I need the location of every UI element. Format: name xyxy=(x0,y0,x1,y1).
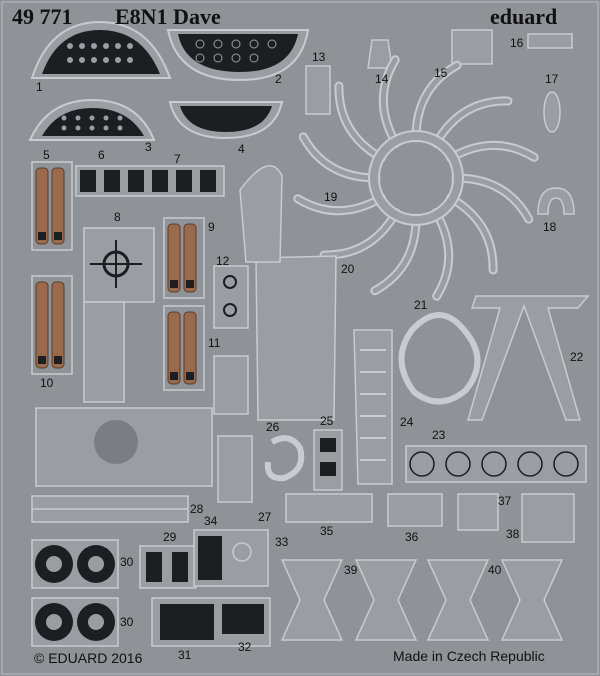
part-15-bracket xyxy=(451,29,493,65)
part-label-20: 20 xyxy=(341,262,355,276)
part-label-31: 31 xyxy=(178,648,192,662)
part-label-33: 33 xyxy=(275,535,289,549)
part-28-strips xyxy=(31,495,189,523)
part-label-9: 9 xyxy=(208,220,215,234)
part-23-discs xyxy=(405,445,587,483)
part-label-13: 13 xyxy=(312,50,326,64)
part-label-7: 7 xyxy=(174,152,181,166)
part-14-bracket xyxy=(367,39,393,69)
part-label-4: 4 xyxy=(238,142,245,156)
part-label-25: 25 xyxy=(320,414,334,428)
part-label-18: 18 xyxy=(543,220,557,234)
part-40-panel-b xyxy=(500,559,564,641)
part-label-14: 14 xyxy=(375,72,389,86)
part-37-rods xyxy=(457,493,499,531)
part-2-instrument-panel xyxy=(166,29,310,82)
part-40-panel-a xyxy=(426,559,490,641)
part-label-1: 1 xyxy=(36,80,43,94)
part-label-11: 11 xyxy=(208,336,221,350)
part-26-hook xyxy=(264,435,305,482)
part-29-panel xyxy=(139,545,197,589)
part-label-26: 26 xyxy=(266,420,280,434)
part-label-27: 27 xyxy=(258,510,272,524)
part-label-12: 12 xyxy=(216,254,230,268)
part-19-cowl-flaps xyxy=(293,55,539,301)
part-38-rods xyxy=(521,493,575,543)
part-label-38: 38 xyxy=(506,527,520,541)
part-label-29: 29 xyxy=(163,530,177,544)
part-30-rings-a xyxy=(31,539,119,589)
part-4-instrument-panel xyxy=(168,101,284,140)
part-9-seat-belts xyxy=(163,217,205,299)
part-10-seat-belts xyxy=(31,275,73,375)
origin-text: Made in Czech Republic xyxy=(393,648,545,664)
part-17-bracket xyxy=(543,91,561,133)
part-1-instrument-panel xyxy=(30,20,172,79)
part-label-23: 23 xyxy=(432,428,446,442)
part-3-instrument-panel xyxy=(28,98,156,141)
part-11-seat-belts xyxy=(163,305,205,391)
part-label-17: 17 xyxy=(545,72,559,86)
part-label-34: 34 xyxy=(204,514,218,528)
set-title: E8N1 Dave xyxy=(115,4,221,29)
set-number: 49 771 xyxy=(12,4,73,29)
part-16-bracket xyxy=(527,33,573,49)
part-label-3: 3 xyxy=(145,140,152,154)
part-label-19: 19 xyxy=(324,190,338,204)
part-label-10: 10 xyxy=(40,376,54,390)
part-31-32-panel xyxy=(151,597,271,647)
brand-logo: eduard xyxy=(490,4,558,29)
part-18-bracket xyxy=(537,187,575,215)
part-25-plates xyxy=(313,429,343,491)
part-label-21: 21 xyxy=(414,298,428,312)
part-label-39: 39 xyxy=(344,563,358,577)
part-27-brackets xyxy=(217,435,253,503)
part-label-32: 32 xyxy=(238,640,252,654)
part-39-panel-b xyxy=(354,559,418,641)
part-label-6: 6 xyxy=(98,148,105,162)
part-30-rings-b xyxy=(31,597,119,647)
part-label-30a: 30 xyxy=(120,555,134,569)
part-label-15: 15 xyxy=(434,66,448,80)
part-36-clips xyxy=(387,493,443,527)
part-6-7-strip xyxy=(75,165,225,197)
part-label-36: 36 xyxy=(405,530,419,544)
part-label-16: 16 xyxy=(510,36,524,50)
part-label-37: 37 xyxy=(498,494,512,508)
part-8-floor-panel xyxy=(35,227,213,487)
part-12-brackets xyxy=(213,265,249,415)
part-label-22: 22 xyxy=(570,350,584,364)
part-24-ladder xyxy=(353,329,393,485)
part-label-40: 40 xyxy=(488,563,502,577)
part-label-5: 5 xyxy=(43,148,50,162)
part-label-35: 35 xyxy=(320,524,334,538)
part-label-28: 28 xyxy=(190,502,204,516)
part-label-24: 24 xyxy=(400,415,414,429)
part-20-panel xyxy=(239,165,337,421)
part-label-8: 8 xyxy=(114,210,121,224)
copyright-text: © EDUARD 2016 xyxy=(34,650,143,666)
part-35-clips xyxy=(285,493,373,523)
part-21-ring xyxy=(398,312,481,405)
part-22-tripod xyxy=(467,295,590,421)
part-13-bracket xyxy=(305,65,331,115)
part-5-seat-belts xyxy=(31,161,73,251)
part-33-34-panel xyxy=(193,529,269,587)
part-label-30b: 30 xyxy=(120,615,134,629)
part-label-2: 2 xyxy=(275,72,282,86)
part-39-panel-a xyxy=(280,559,344,641)
